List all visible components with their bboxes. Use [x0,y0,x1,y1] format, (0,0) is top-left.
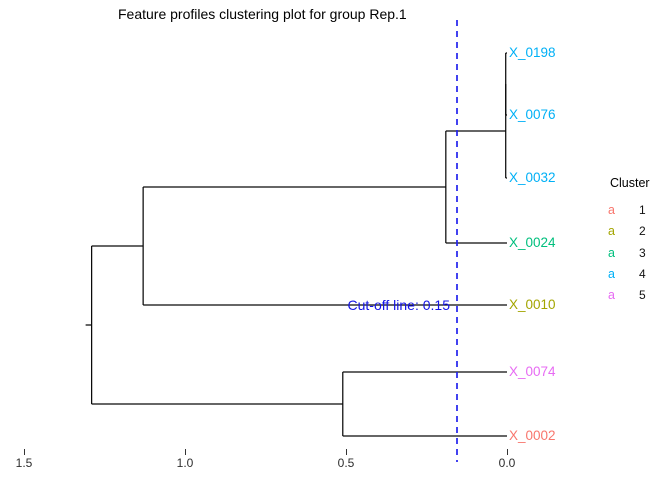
legend-cluster-number: 2 [639,224,646,239]
legend-cluster-number: 3 [639,245,646,260]
axis-tick-label: 0.0 [498,456,516,470]
plot-title: Feature profiles clustering plot for gro… [118,6,407,22]
axis-tick [23,449,25,455]
leaf-label-x_0002: X_0002 [509,428,556,443]
legend-cluster-number: 5 [639,288,646,303]
legend-key-glyph: a [608,224,615,239]
leaf-label-x_0010: X_0010 [509,297,556,312]
axis-tick [184,449,186,455]
legend-title: Cluster [610,176,650,190]
axis-tick-label: 1.0 [176,456,194,470]
axis-tick-label: 0.5 [337,456,355,470]
leaf-label-x_0024: X_0024 [509,235,556,250]
leaf-label-x_0198: X_0198 [509,45,556,60]
legend-key-glyph: a [608,288,615,303]
legend-cluster-number: 4 [639,266,646,281]
legend-cluster-number: 1 [639,203,646,217]
axis-tick [345,449,347,455]
cutoff-label: Cut-off line: 0.15 [347,297,450,313]
legend-key-glyph: a [608,245,615,260]
leaf-label-x_0032: X_0032 [509,170,556,185]
leaf-label-x_0074: X_0074 [509,364,556,379]
axis-tick-label: 1.5 [15,456,33,470]
axis-tick [506,449,508,455]
legend-key-glyph: a [608,266,615,281]
legend-key-glyph: a [608,203,615,217]
leaf-label-x_0076: X_0076 [509,107,556,122]
